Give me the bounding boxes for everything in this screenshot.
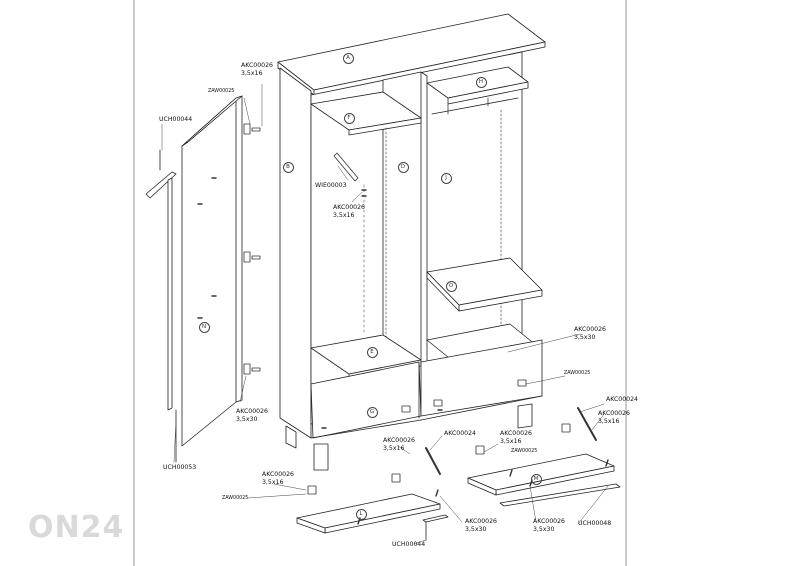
callout-akc00024-right: AKC00024 [606, 396, 638, 403]
callout-size: 3,5x30 [465, 525, 487, 533]
part-label-m: M [531, 474, 542, 485]
callout-zaw00025-right: ZAW00025 [564, 371, 591, 376]
callout-uch00044-left: UCH00044 [159, 116, 193, 123]
callout-wie00003: WIE00003 [315, 182, 347, 189]
callout-size: 3,5x16 [383, 444, 405, 452]
hardware [161, 83, 609, 545]
callout-uch00053: UCH00053 [163, 464, 197, 471]
callout-uch00044-bottom: UCH00044 [392, 541, 426, 548]
callout-code: AKC00026 [383, 437, 415, 444]
part-label-b: B [283, 162, 294, 173]
part-label-n: N [199, 322, 210, 333]
callout-code: AKC00026 [598, 410, 630, 417]
callout-uch00048: UCH00048 [578, 520, 612, 527]
part-label-h: H [476, 77, 487, 88]
part-label-a: A [343, 53, 354, 64]
callout-code: AKC00026 [574, 326, 606, 333]
callout-size: 3,5x30 [574, 333, 596, 341]
callout-akc00024-mid: AKC00024 [444, 430, 476, 437]
callout-zaw00025-bl: ZAW00025 [222, 496, 249, 501]
callout-zaw00025-top: ZAW00025 [208, 89, 235, 94]
part-label-f: F [344, 113, 355, 124]
callout-size: 3,5x30 [533, 525, 555, 533]
part-label-l: L [356, 509, 367, 520]
callout-code: AKC00026 [533, 518, 565, 525]
part-label-g: G [367, 407, 378, 418]
callout-zaw00025-mid: ZAW00025 [511, 449, 538, 454]
part-label-j: J [441, 173, 452, 184]
part-label-o: O [446, 281, 457, 292]
callout-code: AKC00026 [333, 204, 365, 211]
door-panel [181, 95, 243, 447]
callout-size: 3,5x16 [500, 437, 522, 445]
bottom-panels [296, 453, 621, 541]
callout-size: 3,5x30 [236, 415, 258, 423]
callout-size: 3,5x16 [241, 69, 263, 77]
callout-code: AKC00026 [236, 408, 268, 415]
wardrobe-carcass [277, 13, 546, 471]
callout-size: 3,5x16 [598, 417, 620, 425]
watermark-logo: ON24 [28, 510, 125, 545]
callout-code: AKC00026 [241, 62, 273, 69]
callout-code: AKC00026 [262, 471, 294, 478]
callout-code: AKC00026 [500, 430, 532, 437]
part-label-d: D [398, 162, 409, 173]
callout-size: 3,5x16 [333, 211, 355, 219]
side-strips [145, 149, 177, 463]
part-label-e: E [367, 347, 378, 358]
callout-size: 3,5x16 [262, 478, 284, 486]
callout-code: AKC00026 [465, 518, 497, 525]
